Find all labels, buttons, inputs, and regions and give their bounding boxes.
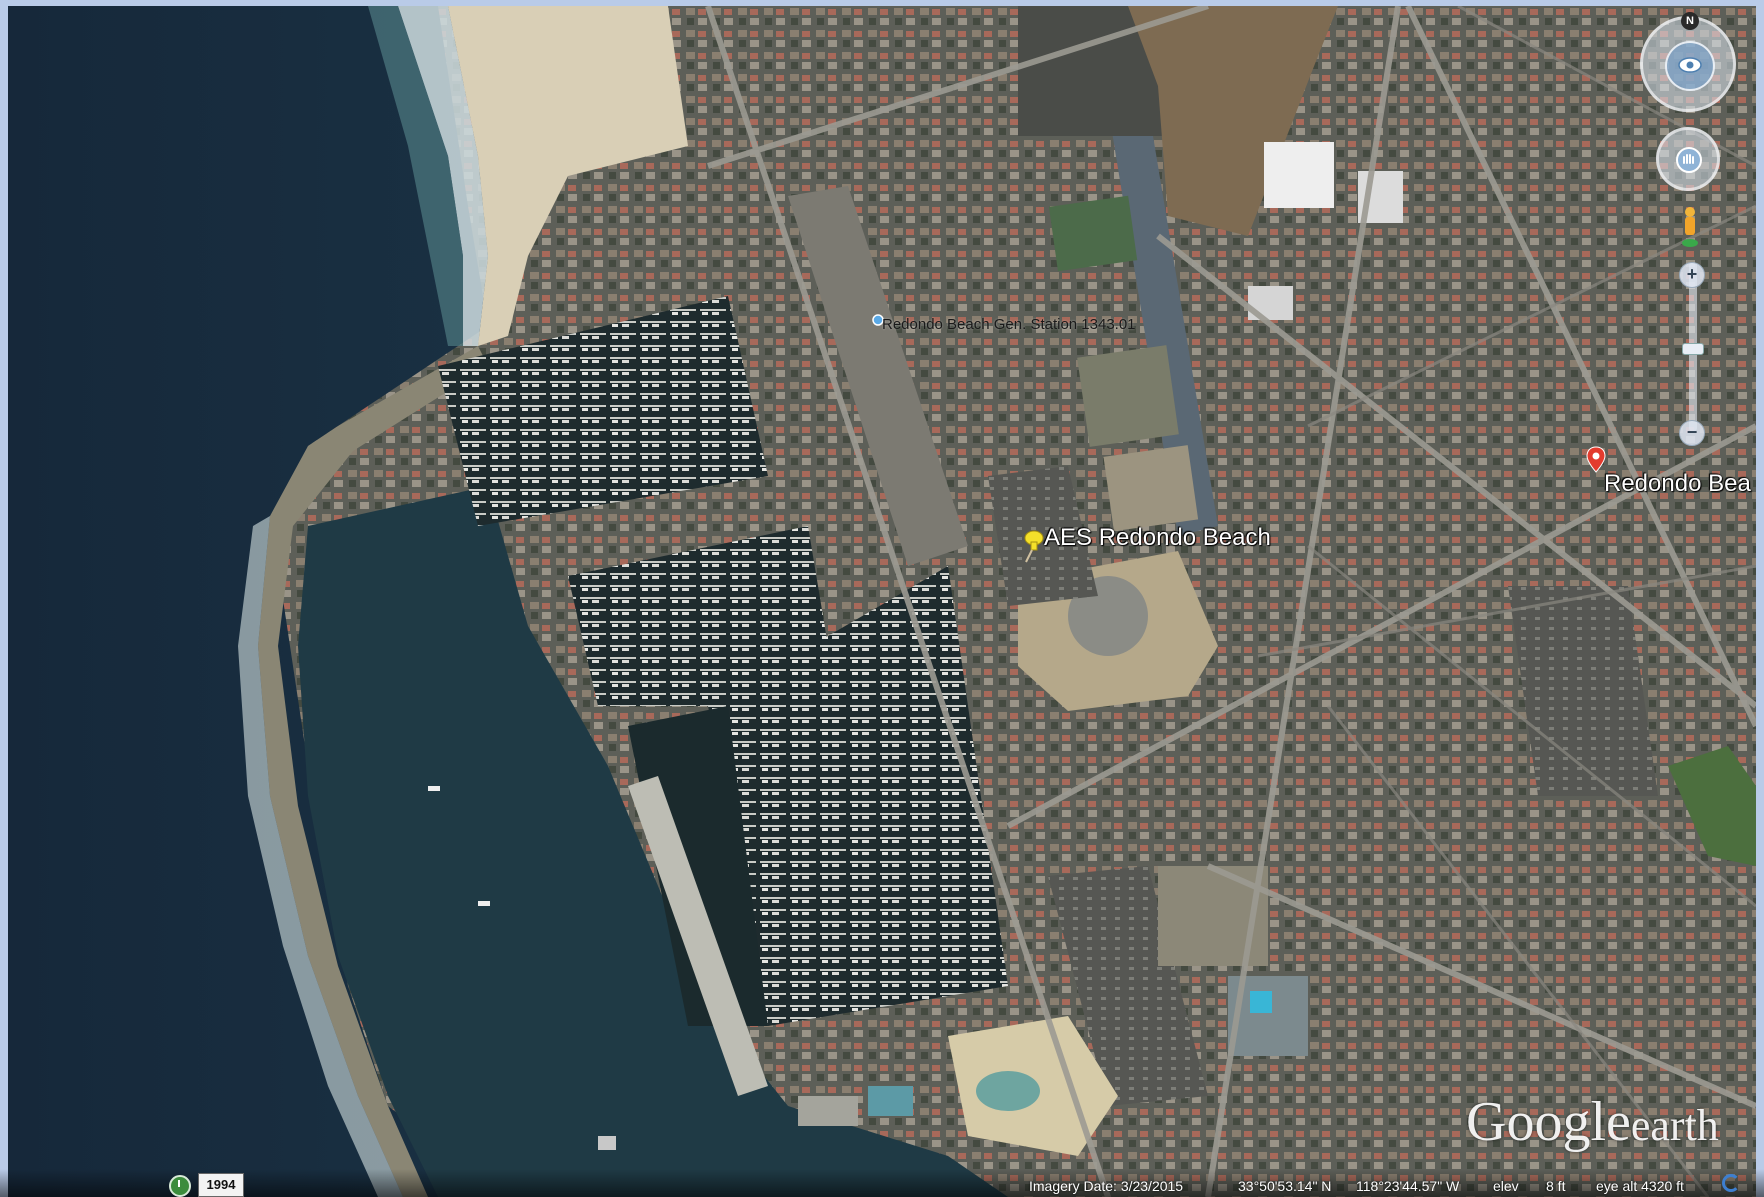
google-earth-logo: Googleearth <box>1466 1090 1719 1154</box>
historical-imagery-clock-icon[interactable] <box>169 1175 191 1197</box>
elevation-value: 8 ft <box>1546 1178 1566 1194</box>
zoom-slider-thumb[interactable] <box>1682 343 1704 355</box>
eye-icon <box>1678 57 1702 73</box>
red-location-pin-icon[interactable] <box>1586 446 1606 474</box>
elevation-label: elev <box>1493 1178 1519 1194</box>
logo-google: Google <box>1466 1091 1631 1153</box>
satellite-imagery[interactable] <box>8 6 1756 1197</box>
placemark-city-label[interactable]: Redondo Bea <box>1604 470 1751 497</box>
longitude-readout: 118°23'44.57" W <box>1356 1178 1460 1194</box>
move-control[interactable] <box>1656 127 1720 191</box>
hand-pan-icon <box>1676 147 1702 173</box>
look-joystick[interactable] <box>1665 41 1715 91</box>
placemark-aes-label[interactable]: AES Redondo Beach <box>1044 524 1271 551</box>
latitude-readout: 33°50'53.14" N <box>1238 1178 1332 1194</box>
look-around-control[interactable] <box>1640 16 1736 112</box>
placemark-gen-station-label[interactable]: Redondo Beach Gen. Station 1343.01 <box>882 316 1136 333</box>
status-bar <box>0 1169 1764 1197</box>
yellow-pushpin-icon[interactable] <box>1018 528 1048 564</box>
north-indicator[interactable]: N <box>1681 12 1699 30</box>
street-view-pegman-icon[interactable] <box>1680 205 1700 249</box>
earth-3d-view[interactable]: Redondo Beach Gen. Station 1343.01 AES R… <box>8 6 1756 1197</box>
streaming-indicator-icon <box>1722 1174 1740 1192</box>
historical-year-box[interactable]: 1994 <box>198 1173 244 1197</box>
imagery-date: Imagery Date: 3/23/2015 <box>1029 1178 1184 1194</box>
placemark-dot-icon[interactable] <box>872 314 884 326</box>
zoom-in-button[interactable]: + <box>1679 262 1705 288</box>
logo-earth: earth <box>1630 1101 1719 1150</box>
eye-altitude: eye alt 4320 ft <box>1596 1178 1684 1194</box>
zoom-out-button[interactable]: − <box>1679 420 1705 446</box>
